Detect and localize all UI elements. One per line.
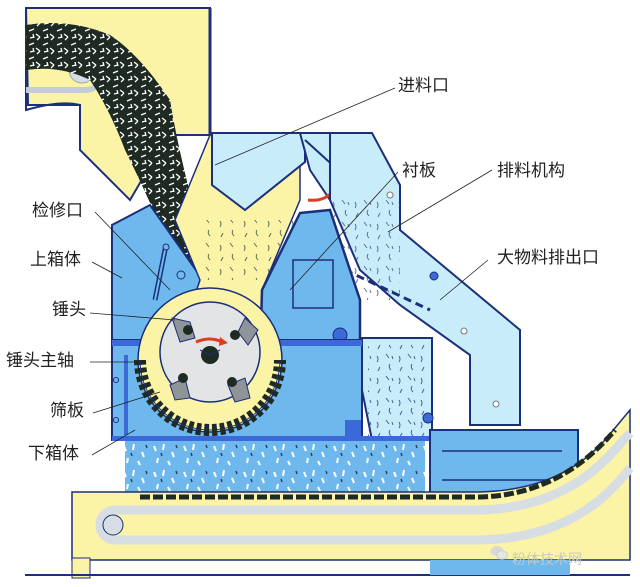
label-hammer-spindle: 锤头主轴 (6, 351, 74, 371)
label-hammer-head: 锤头 (52, 300, 86, 320)
label-discharge-mechanism: 排料机构 (497, 161, 565, 181)
fines-chips (368, 345, 428, 440)
label-large-material-outlet: 大物料排出口 (497, 248, 599, 268)
leader-lines (89, 87, 493, 456)
label-upper-casing: 上箱体 (30, 250, 81, 270)
liner-plate-block (258, 208, 362, 362)
discharge-conveyor (25, 407, 634, 579)
label-inspection-port: 检修口 (32, 201, 83, 221)
wechat-icon (490, 546, 508, 560)
label-feed-inlet: 进料口 (398, 76, 449, 96)
label-liner-plate: 衬板 (402, 161, 436, 181)
inspection-port (152, 243, 186, 301)
watermark-text: 粉体技术网 (512, 552, 582, 568)
rotor-assembly (134, 287, 286, 436)
label-lower-casing: 下箱体 (28, 444, 79, 464)
label-screen-plate: 筛板 (50, 401, 84, 421)
bolt (422, 412, 434, 424)
